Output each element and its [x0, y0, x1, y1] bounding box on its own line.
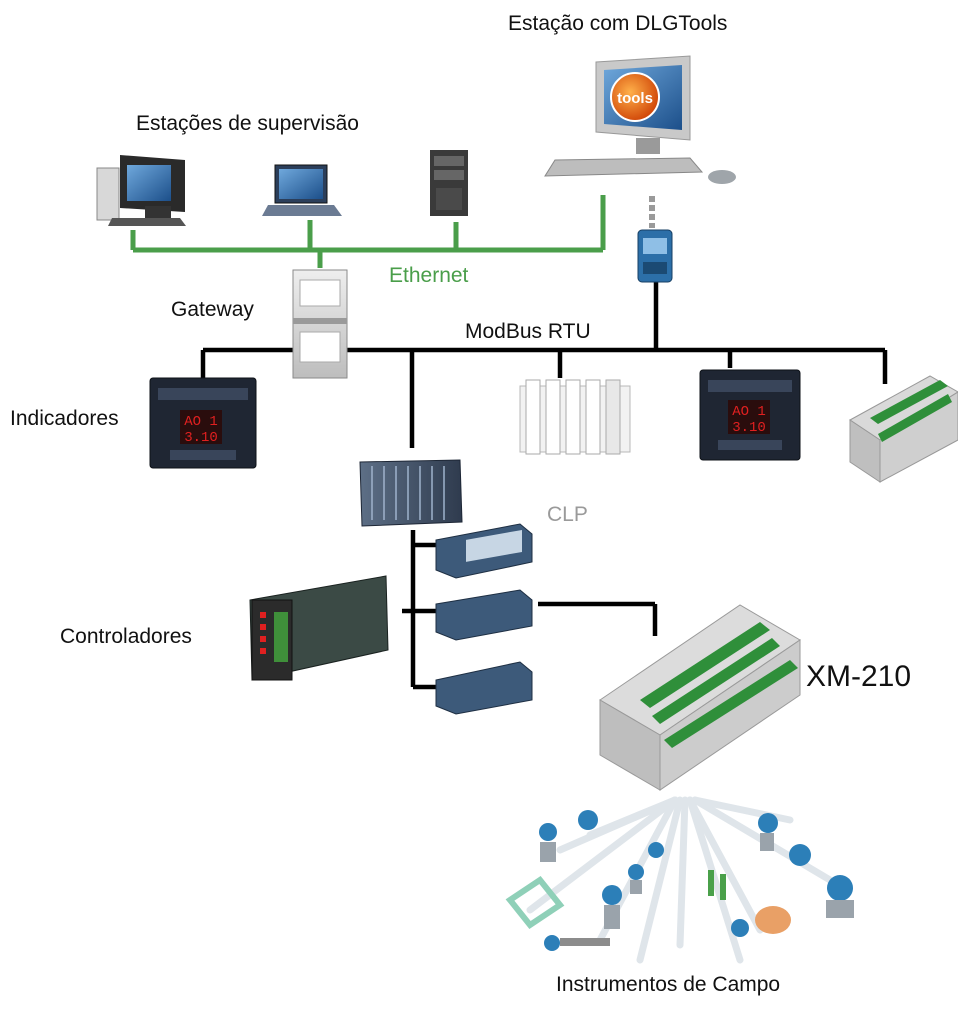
xm210-module-icon	[599, 604, 801, 791]
laptop-icon	[262, 164, 342, 216]
remote-io-3-icon	[435, 661, 533, 715]
remote-io-2-icon	[435, 589, 533, 641]
server-tower-icon	[430, 150, 468, 216]
ethernet-label: Ethernet	[389, 264, 469, 287]
clp-label: CLP	[547, 503, 588, 526]
svg-text:3.10: 3.10	[732, 420, 766, 436]
controller-card-icon	[249, 575, 389, 681]
indicator-1-icon: AO 1 3.10	[149, 377, 257, 469]
svg-text:AO 1: AO 1	[732, 404, 766, 420]
clp-modules-icon	[519, 379, 631, 455]
svg-text:3.10: 3.10	[184, 430, 218, 446]
dlgtools-station-label: Estação com DLGTools	[508, 12, 728, 35]
gateway-icon	[292, 269, 348, 379]
dlgtools-logo-text: tools	[617, 90, 653, 107]
desktop-pc-icon	[96, 155, 186, 226]
field-instrument-arrows	[526, 796, 834, 964]
gateway-label: Gateway	[171, 298, 254, 321]
indicators-label: Indicadores	[10, 407, 119, 430]
supervision-stations-label: Estações de supervisão	[136, 112, 359, 135]
modbus-label: ModBus RTU	[465, 320, 591, 343]
controllers-label: Controladores	[60, 625, 192, 648]
xm-module-small-icon	[849, 375, 958, 483]
controller-rack-icon	[359, 459, 463, 527]
xm210-label: XM-210	[806, 660, 912, 693]
field-instruments-label: Instrumentos de Campo	[556, 973, 781, 996]
remote-io-1-icon	[435, 523, 533, 579]
svg-text:AO 1: AO 1	[184, 414, 218, 430]
indicator-2-icon: AO 1 3.10	[699, 369, 801, 461]
serial-converter-icon	[637, 229, 673, 283]
ethernet-network	[130, 195, 606, 268]
dlgtools-logo-icon: tools	[610, 72, 660, 122]
field-instrument-devices	[505, 810, 854, 951]
